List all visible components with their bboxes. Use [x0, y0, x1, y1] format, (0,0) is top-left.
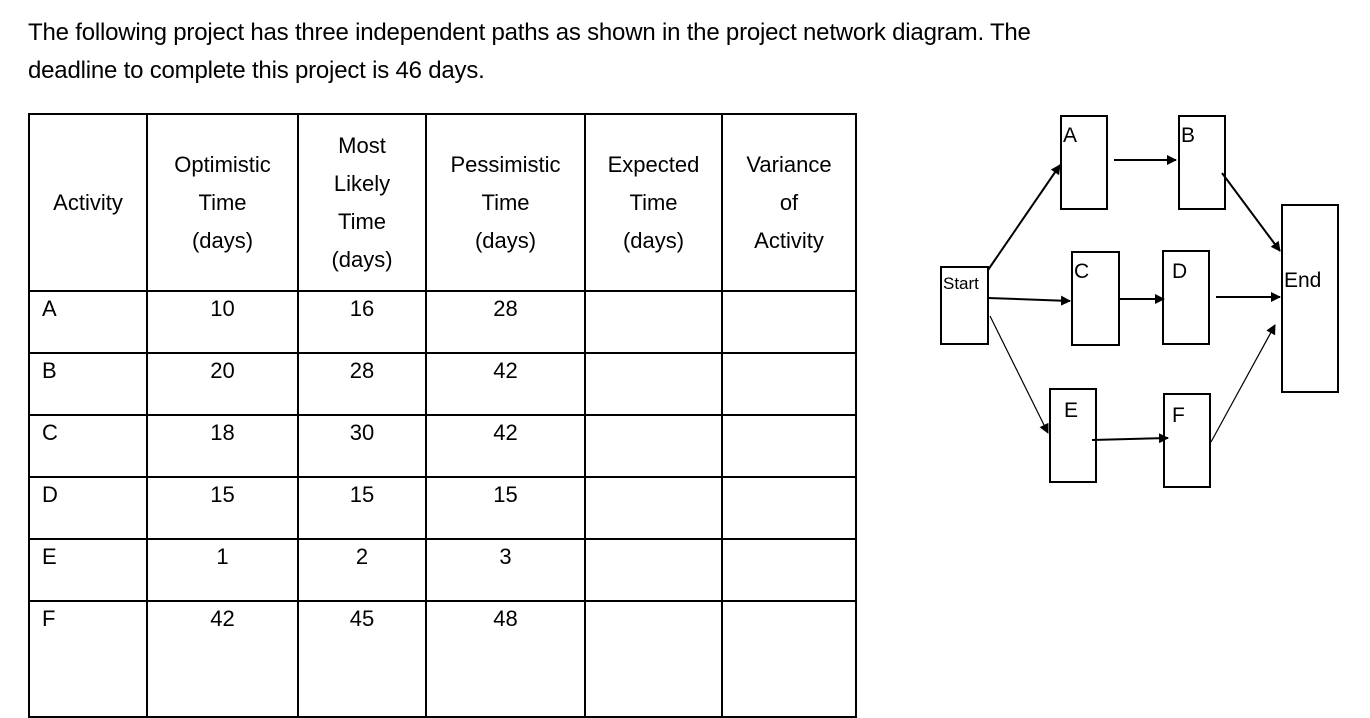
problem-line-1: The following project has three independ… — [28, 19, 1031, 46]
edge-start-a — [987, 164, 1061, 271]
header-variance: Variance of Activity — [721, 113, 857, 292]
cell-most-likely: 15 — [297, 476, 427, 540]
node-a: A — [1060, 115, 1108, 210]
cell-expected — [584, 600, 723, 718]
svg-text:F: F — [1172, 404, 1185, 427]
edge-f-end — [1210, 324, 1276, 443]
edge-e-f — [1091, 433, 1169, 444]
cell-expected — [584, 538, 723, 602]
svg-text:C: C — [1074, 260, 1089, 283]
cell-activity: E — [28, 538, 148, 602]
svg-text:E: E — [1064, 399, 1078, 422]
cell-pessimistic: 48 — [425, 600, 586, 718]
cell-activity: D — [28, 476, 148, 540]
node-e: E — [1049, 388, 1097, 483]
header-pessimistic-time: Pessimistic Time (days) — [425, 113, 586, 292]
cell-expected — [584, 290, 723, 354]
problem-line-2: deadline to complete this project is 46 … — [28, 57, 485, 84]
cell-most-likely: 16 — [297, 290, 427, 354]
svg-text:B: B — [1181, 124, 1195, 147]
cell-activity: F — [28, 600, 148, 718]
edge-b-end — [1221, 172, 1281, 252]
cell-variance — [721, 290, 857, 354]
cell-pessimistic: 42 — [425, 414, 586, 478]
node-start: Start — [940, 266, 989, 345]
table-row: B 20 28 42 — [28, 352, 857, 416]
cell-most-likely: 28 — [297, 352, 427, 416]
cell-pessimistic: 15 — [425, 476, 586, 540]
cell-optimistic: 15 — [146, 476, 299, 540]
table-row: A 10 16 28 — [28, 290, 857, 354]
table-row: D 15 15 15 — [28, 476, 857, 540]
cell-activity: C — [28, 414, 148, 478]
activity-time-table: Activity Optimistic Time (days) Most Lik… — [28, 113, 857, 718]
project-network-diagram: Start A B C D E F End — [940, 115, 1339, 488]
edge-start-c — [987, 295, 1071, 306]
header-optimistic-time: Optimistic Time (days) — [146, 113, 299, 292]
node-c: C — [1071, 251, 1120, 346]
edge-start-e — [989, 315, 1049, 434]
table-row: C 18 30 42 — [28, 414, 857, 478]
cell-optimistic: 18 — [146, 414, 299, 478]
cell-most-likely: 45 — [297, 600, 427, 718]
header-most-likely-time: Most Likely Time (days) — [297, 113, 427, 292]
cell-activity: A — [28, 290, 148, 354]
cell-optimistic: 1 — [146, 538, 299, 602]
cell-variance — [721, 538, 857, 602]
node-d: D — [1162, 250, 1210, 345]
cell-optimistic: 42 — [146, 600, 299, 718]
cell-optimistic: 20 — [146, 352, 299, 416]
cell-pessimistic: 3 — [425, 538, 586, 602]
table-header-row: Activity Optimistic Time (days) Most Lik… — [28, 113, 857, 292]
cell-expected — [584, 414, 723, 478]
cell-variance — [721, 414, 857, 478]
cell-pessimistic: 28 — [425, 290, 586, 354]
cell-most-likely: 30 — [297, 414, 427, 478]
table-row: E 1 2 3 — [28, 538, 857, 602]
svg-text:D: D — [1172, 260, 1187, 283]
node-f: F — [1163, 393, 1211, 488]
table-row: F 42 45 48 — [28, 600, 857, 718]
cell-variance — [721, 352, 857, 416]
header-expected-time: Expected Time (days) — [584, 113, 723, 292]
network-edges — [987, 155, 1281, 444]
header-activity: Activity — [28, 113, 148, 292]
node-end: End — [1281, 204, 1339, 393]
cell-pessimistic: 42 — [425, 352, 586, 416]
svg-text:A: A — [1063, 124, 1077, 147]
svg-text:Start: Start — [943, 274, 979, 293]
cell-most-likely: 2 — [297, 538, 427, 602]
problem-statement: The following project has three independ… — [28, 14, 1328, 90]
node-b: B — [1178, 115, 1226, 210]
cell-activity: B — [28, 352, 148, 416]
cell-expected — [584, 476, 723, 540]
svg-text:End: End — [1284, 269, 1321, 292]
cell-variance — [721, 600, 857, 718]
cell-variance — [721, 476, 857, 540]
cell-optimistic: 10 — [146, 290, 299, 354]
cell-expected — [584, 352, 723, 416]
